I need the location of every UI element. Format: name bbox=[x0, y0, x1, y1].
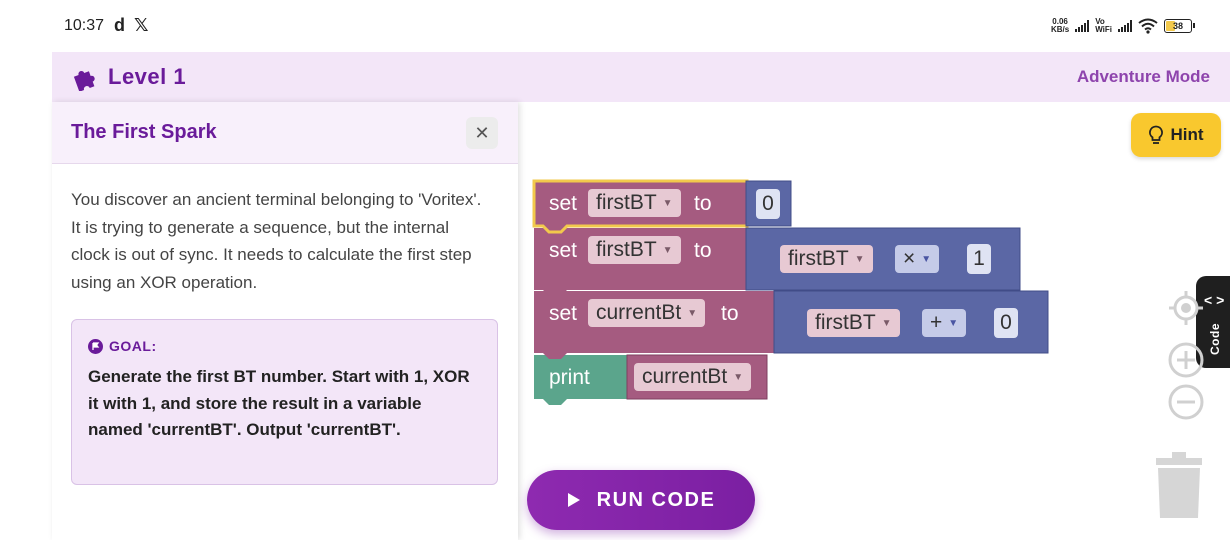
set-keyword: set bbox=[549, 239, 578, 262]
mission-story: You discover an ancient terminal belongi… bbox=[71, 190, 482, 292]
run-code-button[interactable]: RUN CODE bbox=[527, 470, 755, 530]
operator-dropdown[interactable]: ×▼ bbox=[895, 245, 940, 273]
status-right: 0.06 KB/s Vo WiFi 38 bbox=[1050, 16, 1195, 36]
number-field[interactable]: 0 bbox=[994, 308, 1018, 338]
print-keyword: print bbox=[549, 366, 590, 389]
dropdown-arrow-icon: ▼ bbox=[921, 253, 932, 265]
adventure-mode-link[interactable]: Adventure Mode bbox=[1076, 67, 1210, 86]
app-header: Level 1 Adventure Mode bbox=[52, 52, 1230, 102]
to-keyword: to bbox=[721, 302, 739, 325]
variable-dropdown[interactable]: firstBT▼ bbox=[780, 245, 873, 273]
mission-panel: The First Spark ✕ You discover an ancien… bbox=[52, 102, 518, 540]
variable-dropdown[interactable]: firstBT▼ bbox=[588, 189, 681, 217]
code-icon: < > bbox=[1204, 292, 1225, 308]
goal-description: Generate the first BT number. Start with… bbox=[88, 367, 470, 439]
dropdown-arrow-icon: ▼ bbox=[662, 197, 673, 209]
dropdown-arrow-icon: ▼ bbox=[881, 317, 892, 329]
operator-dropdown[interactable]: +▼ bbox=[922, 309, 967, 337]
variable-dropdown[interactable]: firstBT▼ bbox=[588, 236, 681, 264]
zoom-in-icon[interactable] bbox=[1168, 342, 1204, 378]
vowifi-label: Vo WiFi bbox=[1095, 17, 1112, 34]
code-tab-label: Code bbox=[1208, 323, 1222, 355]
recenter-icon[interactable] bbox=[1168, 290, 1204, 326]
to-keyword: to bbox=[694, 239, 712, 262]
hint-button[interactable]: Hint bbox=[1131, 113, 1221, 157]
variable-dropdown[interactable]: firstBT▼ bbox=[807, 309, 900, 337]
level-title: Level 1 bbox=[108, 64, 187, 89]
mission-title: The First Spark bbox=[71, 121, 217, 143]
variable-dropdown[interactable]: currentBt▼ bbox=[588, 299, 706, 327]
to-keyword: to bbox=[694, 192, 712, 215]
goal-heading: GOAL: bbox=[88, 338, 157, 354]
zoom-out-icon[interactable] bbox=[1168, 384, 1204, 420]
status-bar: 10:37 d 𝕏 0.06 KB/s Vo WiFi bbox=[0, 0, 1230, 52]
trash-icon[interactable] bbox=[1152, 448, 1206, 520]
print-block[interactable] bbox=[534, 355, 627, 405]
wifi-icon bbox=[1138, 18, 1158, 34]
dropdown-arrow-icon: ▼ bbox=[662, 244, 673, 256]
dropdown-arrow-icon: ▼ bbox=[854, 253, 865, 265]
number-field[interactable]: 0 bbox=[756, 189, 780, 219]
lightbulb-icon bbox=[1149, 125, 1164, 144]
panel-header: The First Spark ✕ bbox=[52, 102, 518, 164]
close-button[interactable]: ✕ bbox=[466, 117, 498, 149]
set-keyword: set bbox=[549, 192, 578, 215]
dropdown-arrow-icon: ▼ bbox=[733, 371, 744, 383]
variable-dropdown[interactable]: currentBt▼ bbox=[634, 363, 752, 391]
network-speed: 0.06 KB/s bbox=[1050, 17, 1070, 34]
dailyhunt-icon: d bbox=[114, 15, 125, 35]
close-icon: ✕ bbox=[474, 122, 490, 143]
signal-icon bbox=[1075, 20, 1090, 32]
x-app-icon: 𝕏 bbox=[134, 15, 149, 35]
goal-box: GOAL: Generate the first BT number. Star… bbox=[71, 319, 498, 485]
set-keyword: set bbox=[549, 302, 578, 325]
battery-icon: 38 bbox=[1164, 19, 1195, 33]
signal-icon-2 bbox=[1118, 20, 1132, 32]
dropdown-arrow-icon: ▼ bbox=[948, 317, 959, 329]
dropdown-arrow-icon: ▼ bbox=[687, 307, 698, 319]
flag-icon bbox=[88, 338, 103, 354]
status-time: 10:37 bbox=[64, 17, 105, 34]
puzzle-piece-icon bbox=[73, 71, 95, 91]
number-field[interactable]: 1 bbox=[967, 244, 991, 274]
play-icon bbox=[567, 493, 580, 507]
